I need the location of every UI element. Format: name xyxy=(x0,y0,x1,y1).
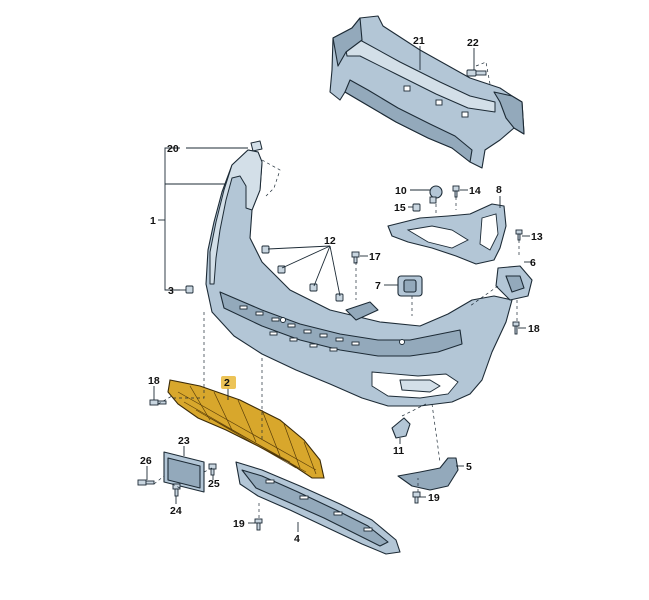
lower-grille-part[interactable] xyxy=(167,379,325,479)
cap-12-part[interactable] xyxy=(391,417,411,439)
callout-label-7: 7 xyxy=(375,280,381,292)
callout-label-2-top: 2 xyxy=(224,377,230,389)
screw-25-part[interactable] xyxy=(208,463,217,476)
callout-label-23: 23 xyxy=(178,435,190,447)
callout-label-18b: 19 xyxy=(233,518,245,530)
screw-24-part[interactable] xyxy=(172,483,181,497)
bumper-cover-part[interactable] xyxy=(205,149,513,407)
callout-label-17: 18 xyxy=(148,375,160,387)
callout-label-13: 13 xyxy=(531,231,543,243)
callout-label-1: 1 xyxy=(150,215,156,227)
clip-3-part[interactable] xyxy=(185,285,194,294)
bracket-8-part[interactable] xyxy=(387,203,507,265)
screw-13-part[interactable] xyxy=(515,229,523,241)
callout-label-25: 25 xyxy=(208,478,220,490)
callout-labels: 20 1 3 21 22 10 16 14 15 8 13 6 18 12 17… xyxy=(140,35,543,545)
callout-label-5: 5 xyxy=(466,461,472,473)
leader-lines xyxy=(146,46,532,532)
callout-label-19-text: 19 xyxy=(428,492,440,504)
callout-label-20: 20 xyxy=(167,143,179,155)
impact-beam-part[interactable] xyxy=(329,15,525,169)
highlight-marker-2 xyxy=(221,376,236,389)
callout-label-24: 24 xyxy=(170,505,182,517)
clip-20-part[interactable] xyxy=(250,140,263,152)
grommet-7-part[interactable] xyxy=(397,275,423,297)
clip-15-part[interactable] xyxy=(412,203,421,212)
callout-label-22: 22 xyxy=(467,37,479,49)
callout-label-16: 17 xyxy=(369,251,381,263)
callout-label-26: 26 xyxy=(140,455,152,467)
callout-label-15: 15 xyxy=(394,202,406,214)
plate-bracket-23-part[interactable] xyxy=(163,451,205,493)
screw-19-part[interactable] xyxy=(412,491,421,504)
callout-label-12: 11 xyxy=(393,445,404,457)
callout-label-8: 8 xyxy=(496,184,502,196)
screw-18-right-part[interactable] xyxy=(512,321,520,335)
callout-label-3: 3 xyxy=(168,285,174,297)
screw-18-lower-part[interactable] xyxy=(254,518,263,531)
screw-14-part[interactable] xyxy=(452,185,460,198)
callout-label-11: 12 xyxy=(324,235,336,247)
side-trim-5-part[interactable] xyxy=(397,457,459,491)
callout-label-14b: 14 xyxy=(469,185,481,197)
screw-16-part[interactable] xyxy=(351,251,360,264)
lower-trim-4-part[interactable] xyxy=(235,461,401,555)
cover-6-part[interactable] xyxy=(495,265,533,301)
screw-26-part[interactable] xyxy=(137,479,155,486)
callout-label-6: 6 xyxy=(530,257,536,269)
grille-mesh xyxy=(177,385,317,475)
callout-label-10: 10 xyxy=(395,185,407,197)
callout-label-4: 4 xyxy=(294,533,300,545)
bolt-22-part[interactable] xyxy=(466,69,487,77)
callout-label-21: 21 xyxy=(413,35,425,47)
lower-grille-slots xyxy=(239,305,360,352)
callout-label-18-right: 18 xyxy=(528,323,540,335)
